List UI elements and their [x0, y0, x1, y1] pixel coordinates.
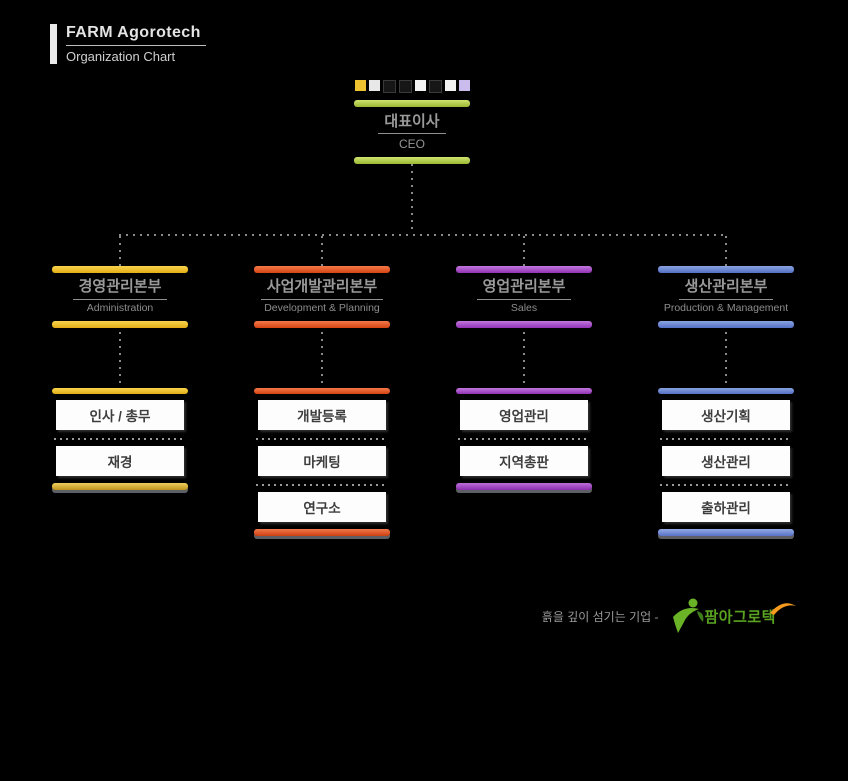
decor-square [398, 80, 412, 93]
unit-label: 출하관리 [701, 501, 751, 516]
unit-box: 출하관리 [662, 492, 790, 522]
dept-name: 생산관리본부 [658, 277, 794, 300]
ceo-node: 대표이사 CEO [354, 80, 470, 164]
decor-square [458, 80, 470, 91]
decor-square [368, 80, 380, 91]
decor-square [428, 80, 442, 93]
connector-dept1-drop [119, 236, 121, 266]
unit-box: 영업관리 [460, 400, 588, 430]
dept-column-sales: 영업관리본부 Sales 영업관리 지역총판 [456, 266, 592, 490]
connector-ceo-vertical [411, 164, 413, 234]
group-top-bar [52, 388, 188, 394]
unit-label: 연구소 [303, 501, 341, 516]
connector-dept1-to-units [119, 332, 121, 384]
dept-name: 영업관리본부 [456, 277, 592, 300]
unit-label: 마케팅 [303, 455, 341, 470]
unit-label: 개발등록 [297, 409, 347, 424]
connector-dept3-to-units [523, 332, 525, 384]
dept-top-bar [52, 266, 188, 273]
connector-dept2-to-units [321, 332, 323, 384]
dept-bottom-bar [52, 321, 188, 328]
ceo-name: 대표이사 [354, 112, 470, 134]
dept-name-en: Sales [510, 302, 538, 314]
group-top-bar [456, 388, 592, 394]
header-accent-bar [50, 24, 57, 64]
group-bottom-bar [658, 529, 794, 536]
unit-label: 재경 [107, 455, 133, 470]
unit-separator [256, 484, 388, 486]
dept-column-production: 생산관리본부 Production & Management 생산기획 생산관리… [658, 266, 794, 536]
decor-squares [354, 80, 470, 93]
chart-title: FARM Agorotech [66, 24, 206, 46]
unit-box: 생산기획 [662, 400, 790, 430]
chart-header: FARM Agorotech Organization Chart [50, 24, 206, 64]
dept-name-en: Administration [86, 302, 154, 314]
group-bottom-bar [254, 529, 390, 536]
header-text-block: FARM Agorotech Organization Chart [66, 24, 206, 64]
ceo-title-en: CEO [398, 137, 425, 151]
group-bottom-bar [52, 483, 188, 490]
dept-name: 사업개발관리본부 [254, 277, 390, 300]
unit-box: 생산관리 [662, 446, 790, 476]
dept-name: 경영관리본부 [52, 277, 188, 300]
unit-box: 연구소 [258, 492, 386, 522]
decor-square [414, 80, 426, 91]
ceo-top-bar [354, 100, 470, 107]
dept-top-bar [658, 266, 794, 273]
brand-name: 팜아그로텍 [704, 608, 776, 626]
unit-label: 영업관리 [499, 409, 549, 424]
unit-box: 인사 / 총무 [56, 400, 184, 430]
connector-dept2-drop [321, 236, 323, 266]
unit-label: 지역총판 [499, 455, 549, 470]
chart-subtitle: Organization Chart [66, 49, 176, 64]
dept-top-bar [456, 266, 592, 273]
connector-dept4-drop [725, 236, 727, 266]
unit-label: 인사 / 총무 [89, 409, 151, 424]
decor-square [382, 80, 396, 93]
dept-bottom-bar [658, 321, 794, 328]
footer-brand-area: 흙을 깊이 섬기는 기업 - 팜아그로텍 [542, 594, 798, 638]
decor-square [444, 80, 456, 91]
unit-box: 지역총판 [460, 446, 588, 476]
dept-bottom-bar [456, 321, 592, 328]
group-top-bar [254, 388, 390, 394]
unit-label: 생산기획 [701, 409, 751, 424]
unit-group: 영업관리 지역총판 [456, 388, 592, 490]
unit-group: 개발등록 마케팅 연구소 [254, 388, 390, 536]
swoosh-icon [770, 603, 796, 615]
unit-separator [660, 438, 792, 440]
dept-name-en: Production & Management [663, 302, 789, 314]
group-top-bar [658, 388, 794, 394]
brand-logo-icon [673, 598, 704, 633]
connector-dept3-drop [523, 236, 525, 266]
unit-box: 개발등록 [258, 400, 386, 430]
group-bottom-bar [456, 483, 592, 490]
unit-box: 재경 [56, 446, 184, 476]
footer-tagline: 흙을 깊이 섬기는 기업 - [541, 609, 659, 624]
decor-square [354, 80, 366, 91]
unit-group: 생산기획 생산관리 출하관리 [658, 388, 794, 536]
dept-name-en: Development & Planning [264, 302, 380, 314]
dept-top-bar [254, 266, 390, 273]
unit-separator [458, 438, 590, 440]
unit-separator [660, 484, 792, 486]
connector-dept4-to-units [725, 332, 727, 384]
dept-column-administration: 경영관리본부 Administration 인사 / 총무 재경 [52, 266, 188, 490]
dept-bottom-bar [254, 321, 390, 328]
connector-horizontal [119, 234, 728, 236]
unit-separator [54, 438, 186, 440]
ceo-bottom-bar [354, 157, 470, 164]
unit-box: 마케팅 [258, 446, 386, 476]
dept-column-development: 사업개발관리본부 Development & Planning 개발등록 마케팅… [254, 266, 390, 536]
unit-label: 생산관리 [701, 455, 751, 470]
unit-group: 인사 / 총무 재경 [52, 388, 188, 490]
unit-separator [256, 438, 388, 440]
